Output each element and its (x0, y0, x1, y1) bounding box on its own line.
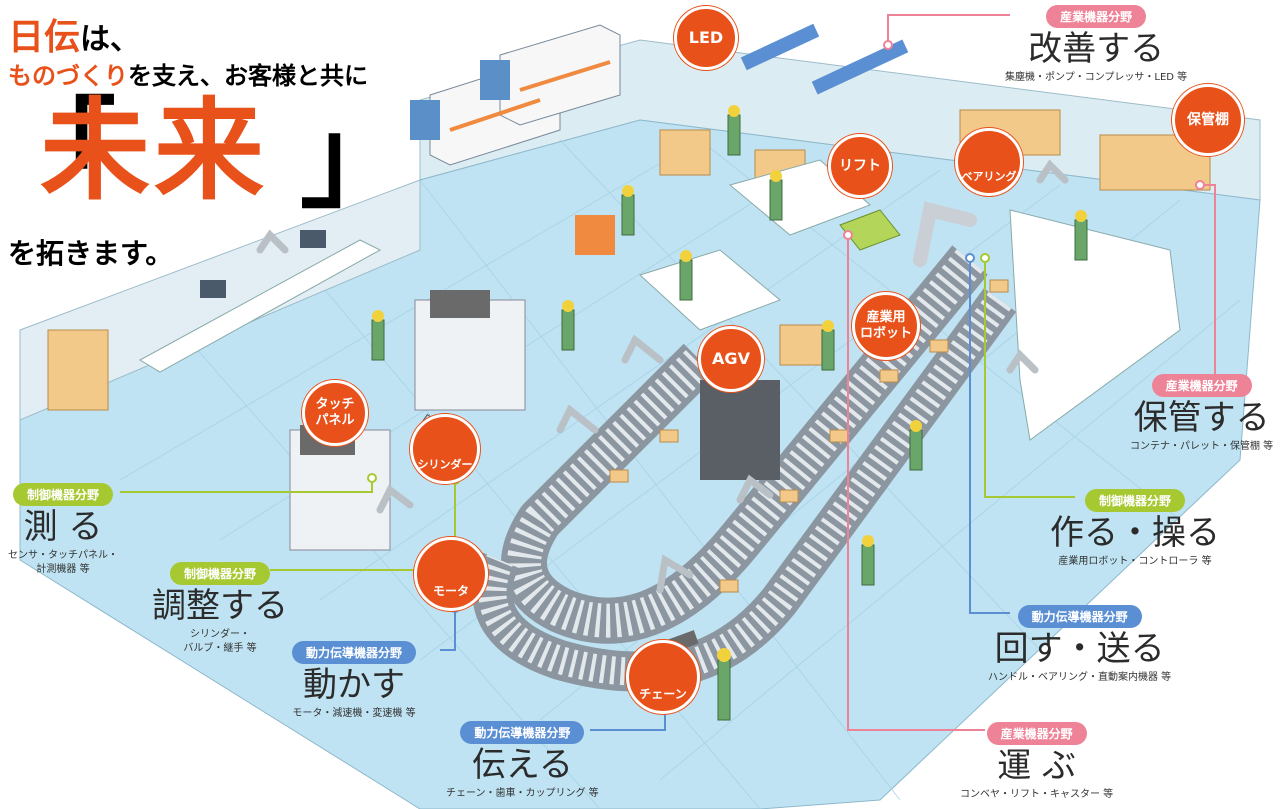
bubble-bearing: ベアリング (955, 128, 1023, 196)
category-kaizen: 産業機器分野 改善する 集塵機・ポンプ・コンプレッサ・LED 等 (1005, 5, 1187, 85)
bubble-cylinder: シリンダー (410, 414, 480, 484)
category-items: コンベヤ・リフト・キャスター 等 (960, 788, 1114, 800)
category-tag: 産業機器分野 (1151, 374, 1252, 397)
category-verb: 作る・操る (1050, 513, 1220, 553)
bubble-touch-panel: タッチパネル (302, 380, 368, 446)
category-verb: 動かす (303, 665, 405, 705)
bubble-motor-label: モータ (432, 583, 469, 598)
headline-line1-rest: は、 (80, 22, 141, 57)
category-items: 集塵機・ポンプ・コンプレッサ・LED 等 (1005, 71, 1188, 83)
category-items-line1: センサ・タッチパネル・ (8, 549, 118, 561)
bracket-close: 」 (300, 95, 410, 223)
category-items: コンテナ・パレット・保管棚 等 (1130, 440, 1274, 452)
category-tag: 動力伝導機器分野 (1017, 605, 1142, 628)
bubble-robot-line1: 産業用 (866, 310, 906, 326)
bubble-touch-line2: パネル (315, 413, 355, 428)
workers (371, 114, 1088, 721)
ceiling-light (740, 23, 820, 71)
connector-mawasu (969, 258, 1010, 614)
table (639, 249, 781, 331)
category-items-line1: シリンダー・ (190, 628, 250, 640)
pallet (779, 324, 826, 366)
category-tag: 制御機器分野 (1084, 489, 1185, 512)
category-hokan: 産業機器分野 保管する コンテナ・パレット・保管棚 等 (1130, 374, 1273, 454)
machine (414, 299, 526, 411)
robot-arms (256, 159, 1069, 594)
category-verb: 回す・送る (994, 629, 1165, 669)
industrial-robot (913, 201, 977, 267)
headline-line1: 日伝は、 (8, 8, 140, 60)
rack (700, 380, 780, 480)
category-tsutaeru: 動力伝導機器分野 伝える チェーン・歯車・カップリング 等 (446, 721, 599, 801)
category-tag: 動力伝導機器分野 (460, 721, 585, 744)
storage-cabinet (47, 329, 109, 411)
category-verb: 改善する (1028, 29, 1165, 69)
category-verb: 運 ぶ (997, 746, 1076, 786)
forklift (575, 215, 615, 255)
office-desk (138, 239, 382, 373)
headline-big-word: 未来 (40, 87, 268, 215)
bubble-chain-label: チェーン (639, 686, 687, 701)
bubble-touch-line1: タッチ (315, 397, 355, 413)
category-tag: 産業機器分野 (986, 722, 1087, 745)
ceiling-light (811, 39, 909, 95)
category-verb: 保管する (1133, 398, 1270, 438)
lift-platform (839, 209, 901, 251)
category-verb: 伝える (471, 745, 573, 785)
category-items: 産業用ロボット・コントローラ 等 (1058, 555, 1212, 567)
bracket-open: 「 (6, 87, 116, 215)
category-items-line2: 計測機器 等 (36, 563, 90, 575)
category-tag: 制御機器分野 (12, 483, 113, 506)
category-items: ハンドル・ベアリング・直動案内機器 等 (988, 671, 1172, 683)
connector-ugokasu (440, 608, 456, 651)
category-verb: 測 る (23, 507, 103, 547)
category-chosei: 制御機器分野 調整する シリンダー・ バルブ・継手 等 (152, 562, 288, 656)
bubble-chain: チェーン (626, 640, 700, 714)
brand-name: 日伝 (8, 17, 81, 58)
connector-hakobu (847, 235, 985, 731)
category-ugokasu: 動力伝導機器分野 動かす モータ・減速機・変速機 等 (292, 641, 417, 721)
bubble-bearing-label: ベアリング (961, 169, 1017, 183)
headline-line2: ものづくりを支え、お客様と共に (8, 56, 368, 91)
bubble-robot-line2: ロボット (859, 326, 912, 341)
category-tag: 動力伝導機器分野 (292, 641, 417, 664)
pallet (659, 129, 711, 176)
category-tsukuru: 制御機器分野 作る・操る 産業用ロボット・コントローラ 等 (1050, 489, 1220, 569)
trucks (410, 24, 621, 166)
category-items-line2: バルブ・継手 等 (183, 642, 257, 654)
connector-tsukuru (984, 258, 1075, 498)
bubble-industrial-robot: 産業用ロボット (852, 292, 920, 360)
category-hakaru: 制御機器分野 測 る センサ・タッチパネル・ 計測機器 等 (8, 483, 118, 577)
category-hakobu: 産業機器分野 運 ぶ コンベヤ・リフト・キャスター 等 (960, 722, 1113, 802)
category-items: チェーン・歯車・カップリング 等 (446, 787, 599, 799)
headline-line4: を拓きます。 (8, 237, 174, 270)
category-tag: 産業機器分野 (1046, 5, 1147, 28)
bubble-cylinder-label: シリンダー (417, 457, 473, 471)
connector-kaizen (887, 14, 1010, 45)
bubble-lift: リフト (828, 134, 892, 198)
category-tag: 制御機器分野 (169, 562, 270, 585)
category-mawasu: 動力伝導機器分野 回す・送る ハンドル・ベアリング・直動案内機器 等 (988, 605, 1171, 685)
headline-emphasis: ものづくり (8, 62, 128, 90)
bubble-agv: AGV (698, 326, 764, 392)
headline-line2-rest: を支え、お客様と共に (128, 62, 368, 90)
bubble-storage-shelf: 保管棚 (1172, 84, 1244, 156)
bubble-led: LED (674, 6, 738, 70)
bubble-motor: モータ (414, 537, 488, 611)
category-items: モータ・減速機・変速機 等 (292, 707, 416, 719)
category-verb: 調整する (152, 586, 288, 626)
